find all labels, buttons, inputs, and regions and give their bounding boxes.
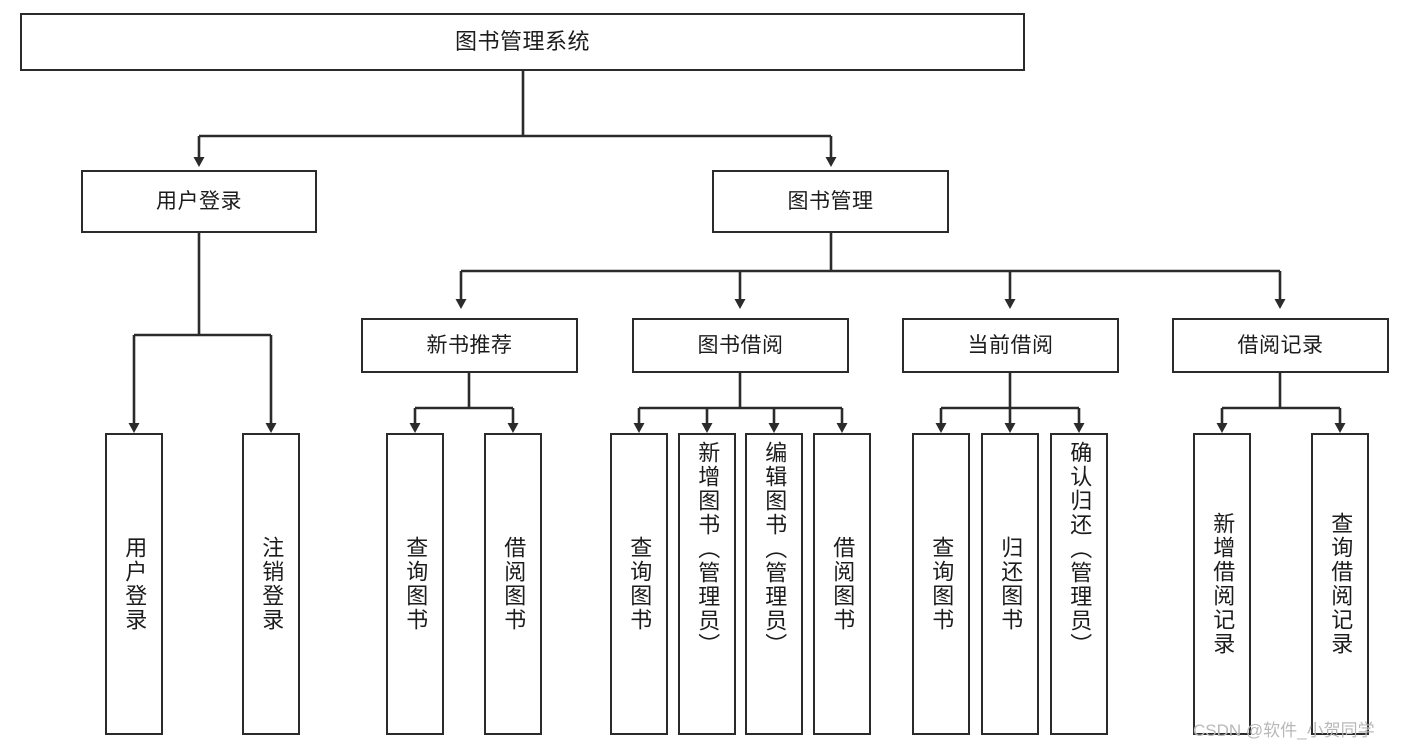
- leaf-return-book[interactable]: 归还图书: [981, 433, 1039, 735]
- node-label: 新增图书（管理员）: [695, 441, 721, 657]
- node-book-management[interactable]: 图书管理: [712, 170, 949, 233]
- node-book-borrow[interactable]: 图书借阅: [632, 318, 849, 373]
- node-label: 当前借阅: [967, 333, 1054, 357]
- leaf-query-book-borrow[interactable]: 查询图书: [610, 433, 668, 735]
- node-label: 注销登录: [259, 536, 285, 632]
- leaf-confirm-return-admin[interactable]: 确认归还（管理员）: [1050, 433, 1108, 735]
- node-label: 图书管理系统: [454, 28, 590, 54]
- node-label: 编辑图书（管理员）: [762, 441, 788, 657]
- node-label: 图书管理: [787, 189, 874, 213]
- node-root-book-management-system[interactable]: 图书管理系统: [20, 13, 1025, 71]
- node-label: 用户登录: [122, 536, 148, 632]
- leaf-query-book-current[interactable]: 查询图书: [912, 433, 970, 735]
- node-label: 用户登录: [156, 189, 242, 213]
- node-label: 查询借阅记录: [1328, 512, 1354, 656]
- node-label: 借阅图书: [830, 536, 856, 632]
- leaf-borrow-book-borrow[interactable]: 借阅图书: [813, 433, 871, 735]
- node-label: 新书推荐: [426, 333, 513, 357]
- leaf-query-book-recommend[interactable]: 查询图书: [386, 433, 444, 735]
- node-label: 归还图书: [998, 536, 1024, 632]
- node-current-borrow[interactable]: 当前借阅: [902, 318, 1119, 373]
- node-new-book-recommend[interactable]: 新书推荐: [361, 318, 578, 373]
- leaf-add-borrow-record[interactable]: 新增借阅记录: [1193, 433, 1251, 735]
- node-label: 查询图书: [929, 536, 955, 632]
- leaf-query-borrow-record[interactable]: 查询借阅记录: [1311, 433, 1369, 735]
- node-label: 确认归还（管理员）: [1067, 441, 1093, 657]
- node-user-login[interactable]: 用户登录: [81, 170, 317, 233]
- node-label: 借阅图书: [501, 536, 527, 632]
- node-label: 查询图书: [627, 536, 653, 632]
- node-label: 新增借阅记录: [1210, 512, 1236, 656]
- node-label: 图书借阅: [697, 333, 784, 357]
- leaf-edit-book-admin[interactable]: 编辑图书（管理员）: [745, 433, 803, 735]
- leaf-add-book-admin[interactable]: 新增图书（管理员）: [678, 433, 736, 735]
- leaf-borrow-book-recommend[interactable]: 借阅图书: [484, 433, 542, 735]
- node-label: 查询图书: [403, 536, 429, 632]
- leaf-user-login[interactable]: 用户登录: [105, 433, 163, 735]
- leaf-logout-login[interactable]: 注销登录: [242, 433, 300, 735]
- node-label: 借阅记录: [1237, 333, 1324, 357]
- node-borrow-record[interactable]: 借阅记录: [1172, 318, 1389, 373]
